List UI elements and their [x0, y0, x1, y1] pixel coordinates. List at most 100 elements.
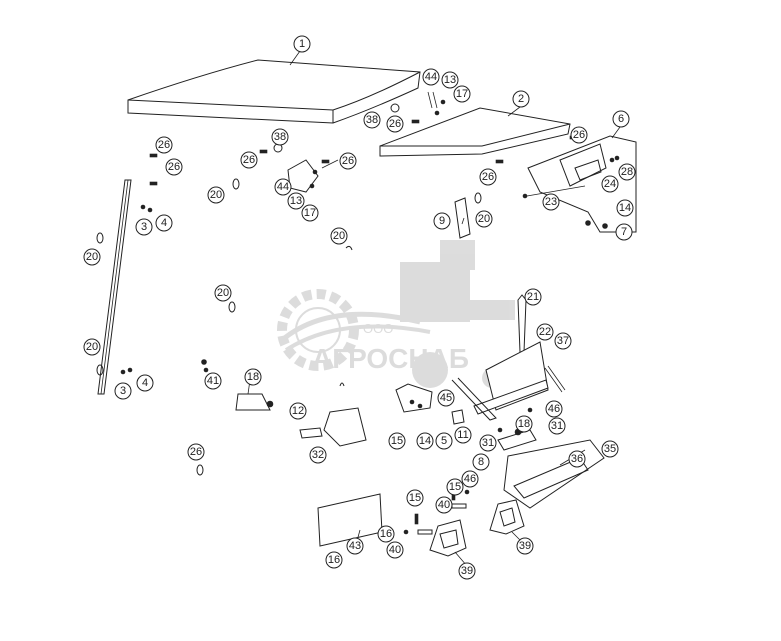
- callout-7: 7: [615, 223, 633, 241]
- callout-label: 14: [619, 202, 631, 214]
- callout-label: 32: [312, 449, 324, 461]
- watermark-brand: АГРОСНАБ: [312, 343, 469, 374]
- callout-label: 26: [573, 129, 585, 141]
- callout-14: 14: [616, 199, 634, 217]
- callout-label: 46: [464, 473, 476, 485]
- callout-label: 41: [207, 375, 219, 387]
- callout-label: 6: [618, 113, 624, 125]
- callout-35: 35: [601, 440, 619, 458]
- callout-label: 20: [478, 213, 490, 225]
- callout-40: 40: [435, 496, 453, 514]
- callout-4: 4: [155, 214, 173, 232]
- callout-39: 39: [458, 562, 476, 580]
- callout-label: 31: [482, 437, 494, 449]
- callout-31: 31: [548, 417, 566, 435]
- callout-17: 17: [301, 204, 319, 222]
- callout-label: 39: [461, 565, 473, 577]
- callout-20: 20: [83, 338, 101, 356]
- callout-label: 8: [478, 456, 484, 468]
- callout-label: 20: [86, 341, 98, 353]
- callout-21: 21: [524, 288, 542, 306]
- callout-label: 20: [217, 287, 229, 299]
- callout-38: 38: [363, 111, 381, 129]
- callout-label: 36: [571, 453, 583, 465]
- callout-22: 22: [536, 323, 554, 341]
- callout-label: 40: [389, 544, 401, 556]
- callout-14: 14: [416, 432, 434, 450]
- callout-label: 21: [527, 291, 539, 303]
- callout-16: 16: [325, 551, 343, 569]
- callout-label: 26: [243, 154, 255, 166]
- callout-36: 36: [568, 450, 586, 468]
- callout-20: 20: [207, 186, 225, 204]
- callout-32: 32: [309, 446, 327, 464]
- callout-label: 20: [86, 251, 98, 263]
- callout-label: 13: [444, 74, 456, 86]
- callout-label: 3: [141, 221, 147, 233]
- callout-label: 11: [457, 429, 468, 441]
- callout-label: 5: [441, 435, 447, 447]
- callout-39: 39: [516, 537, 534, 555]
- watermark-prefix: ООО: [363, 321, 393, 336]
- callout-label: 14: [419, 435, 431, 447]
- callout-38: 38: [271, 128, 289, 146]
- callout-6: 6: [612, 110, 630, 128]
- callout-18: 18: [515, 415, 533, 433]
- callout-label: 26: [389, 118, 401, 130]
- callout-37: 37: [554, 332, 572, 350]
- part-cover-housing: [522, 135, 637, 233]
- callout-26: 26: [339, 152, 357, 170]
- callout-label: 3: [120, 385, 126, 397]
- callout-label: 2: [518, 93, 524, 105]
- part-door-22: [395, 294, 566, 436]
- callout-label: 20: [210, 189, 222, 201]
- callout-13: 13: [441, 71, 459, 89]
- callout-46: 46: [545, 400, 563, 418]
- callout-44: 44: [274, 178, 292, 196]
- callout-label: 16: [380, 528, 392, 540]
- callout-17: 17: [453, 85, 471, 103]
- callout-3: 3: [114, 382, 132, 400]
- callout-label: 26: [482, 171, 494, 183]
- callout-26: 26: [386, 115, 404, 133]
- callout-28: 28: [618, 163, 636, 181]
- callout-23: 23: [542, 193, 560, 211]
- callout-label: 44: [425, 71, 437, 83]
- callout-label: 37: [557, 335, 569, 347]
- callout-label: 9: [439, 215, 445, 227]
- callout-40: 40: [386, 541, 404, 559]
- part-upper-panel: [379, 107, 571, 157]
- callout-label: 24: [604, 178, 616, 190]
- callout-label: 7: [621, 226, 627, 238]
- callout-label: 18: [518, 418, 530, 430]
- callout-20: 20: [83, 248, 101, 266]
- callout-15: 15: [406, 489, 424, 507]
- callout-label: 45: [440, 392, 452, 404]
- part-plate-32: [299, 407, 367, 447]
- callout-26: 26: [165, 158, 183, 176]
- callout-label: 35: [604, 443, 616, 455]
- callout-label: 26: [158, 139, 170, 151]
- callout-26: 26: [479, 168, 497, 186]
- callout-44: 44: [422, 68, 440, 86]
- part-roof-panel: [127, 59, 421, 124]
- part-strip-9: [454, 197, 471, 239]
- callout-3: 3: [135, 218, 153, 236]
- callout-9: 9: [433, 212, 451, 230]
- callout-label: 39: [519, 540, 531, 552]
- part-window-35: [497, 429, 605, 509]
- callout-label: 15: [449, 481, 461, 493]
- callout-label: 26: [168, 161, 180, 173]
- part-bracket-39a: [429, 519, 467, 557]
- callout-15: 15: [388, 432, 406, 450]
- callout-20: 20: [475, 210, 493, 228]
- part-hinge-plate: [287, 159, 339, 193]
- callout-24: 24: [601, 175, 619, 193]
- callout-label: 18: [247, 371, 259, 383]
- callout-label: 15: [391, 435, 403, 447]
- callout-label: 38: [366, 114, 378, 126]
- callout-label: 16: [328, 554, 340, 566]
- callout-label: 12: [292, 405, 304, 417]
- callouts: 1 2 6 44 13 17 38 26 26 26 26 26 26 26 3…: [83, 35, 636, 580]
